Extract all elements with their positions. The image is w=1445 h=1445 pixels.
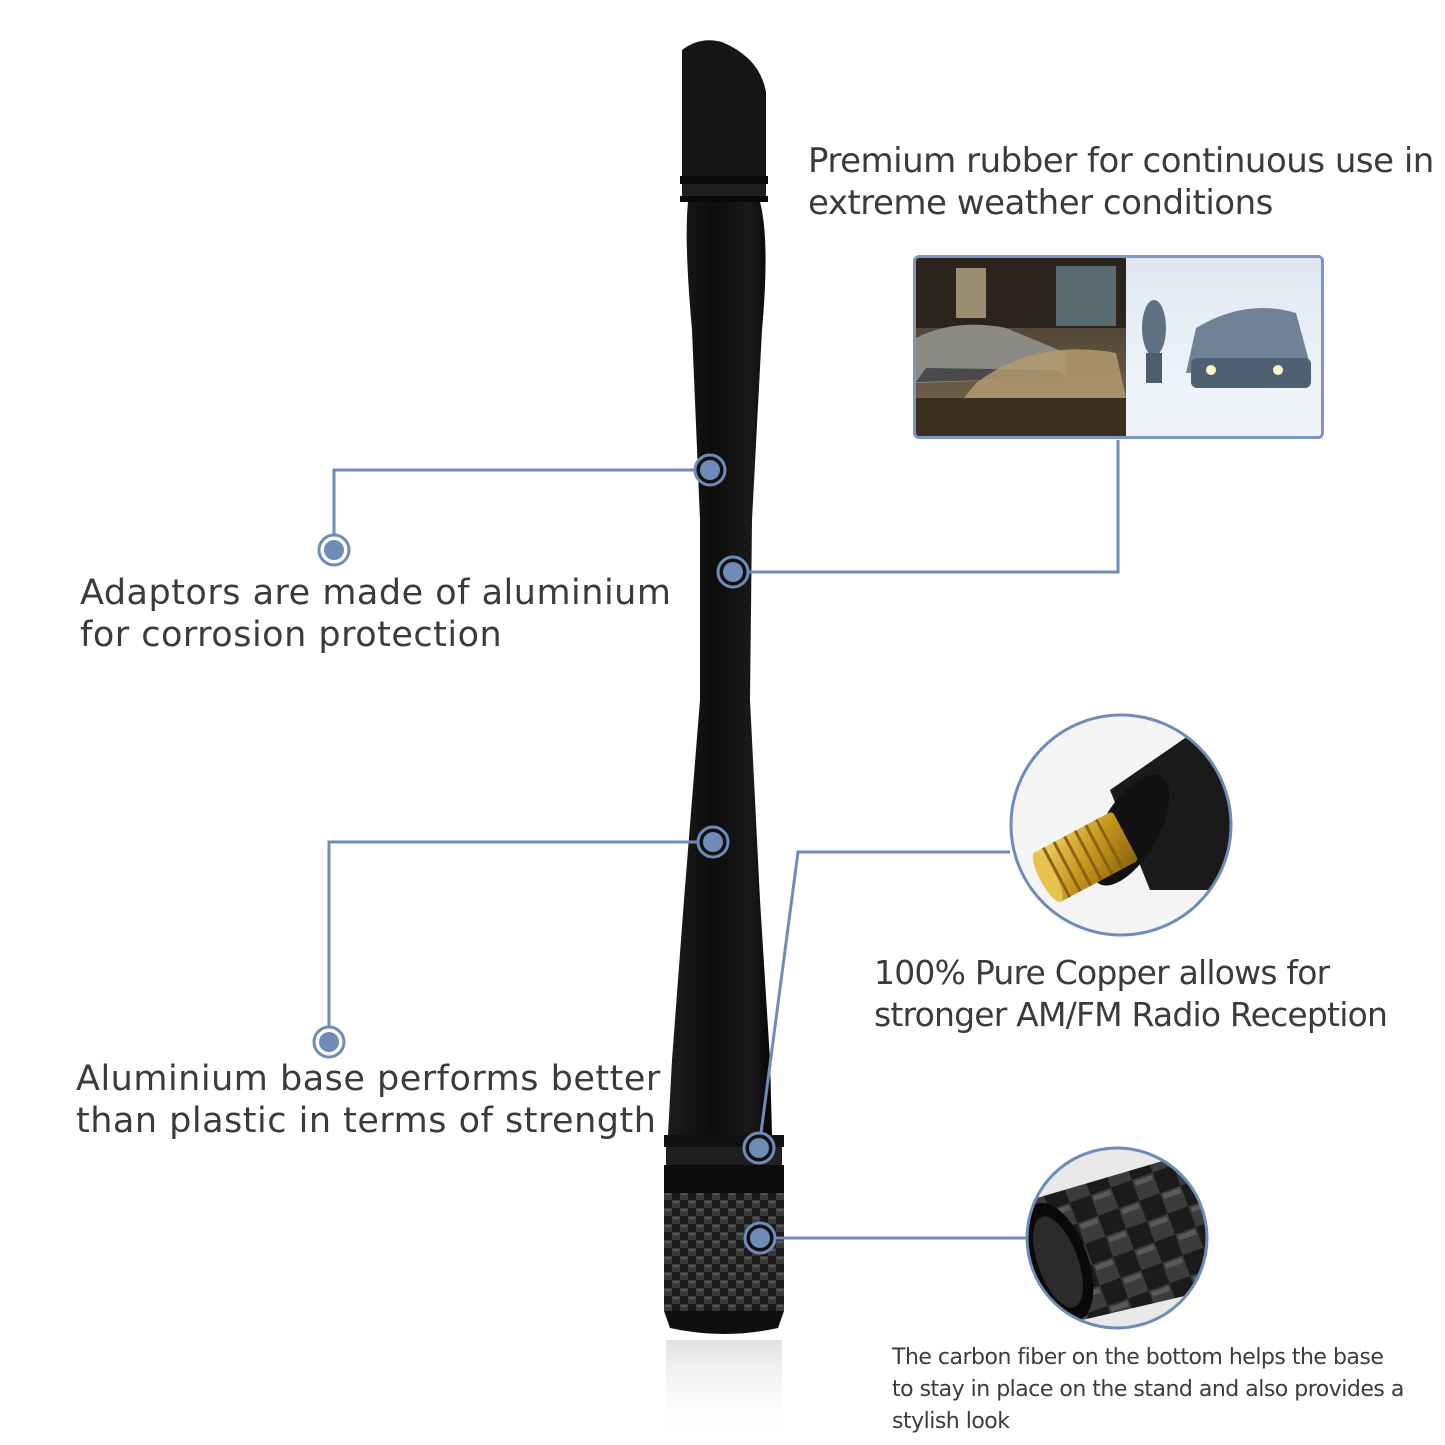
antenna-base-bottom (664, 1311, 784, 1334)
callout-line-base (327, 840, 713, 1042)
callout-dot-base-end (312, 1025, 346, 1059)
caption-copper: 100% Pure Copper allows for stronger AM/… (874, 952, 1388, 1036)
antenna-tip-collar (682, 184, 766, 196)
caption-adaptor-line-2: for corrosion protection (80, 615, 503, 655)
antenna-tip (682, 40, 766, 177)
caption-copper-line-2: stronger AM/FM Radio Reception (874, 995, 1388, 1034)
antenna-tip-ring (680, 176, 768, 184)
caption-rubber-line-2: extreme weather conditions (808, 183, 1273, 223)
callout-dot-adaptor-end (317, 533, 351, 567)
caption-rubber: Premium rubber for continuous use in ext… (808, 140, 1434, 224)
antenna-shaft (668, 202, 772, 1135)
caption-adaptor-line-1: Adaptors are made of aluminium (80, 573, 672, 613)
callout-dot-base-start (696, 825, 730, 859)
callout-dot-adaptor-start (693, 453, 727, 487)
callout-dot-copper (742, 1131, 776, 1165)
callout-dot-rubber (716, 555, 750, 589)
copper-zoom-image (1009, 713, 1233, 937)
caption-copper-line-1: 100% Pure Copper allows for (874, 953, 1330, 992)
caption-carbon-line-2: to stay in place on the stand and also p… (892, 1377, 1404, 1402)
caption-rubber-line-1: Premium rubber for continuous use in (808, 141, 1434, 181)
callout-line-copper (757, 850, 1010, 1149)
caption-carbon: The carbon fiber on the bottom helps the… (892, 1342, 1404, 1438)
callout-line-rubber (733, 440, 1120, 574)
callout-line-adaptor (332, 468, 710, 550)
antenna-tip-ring-2 (680, 196, 768, 202)
antenna-base-ring (664, 1165, 784, 1193)
caption-adaptor: Adaptors are made of aluminium for corro… (80, 572, 671, 656)
antenna-reflection (666, 1340, 782, 1440)
weather-photo-art (916, 258, 1321, 436)
caption-carbon-line-3: stylish look (892, 1409, 1010, 1434)
caption-carbon-line-1: The carbon fiber on the bottom helps the… (892, 1345, 1384, 1370)
caption-base: Aluminium base performs better than plas… (76, 1058, 661, 1142)
callout-dot-carbon (743, 1221, 777, 1255)
carbon-zoom-image (1025, 1146, 1209, 1330)
caption-base-line-2: than plastic in terms of strength (76, 1101, 657, 1141)
weather-photo (913, 255, 1324, 439)
caption-base-line-1: Aluminium base performs better (76, 1059, 661, 1099)
